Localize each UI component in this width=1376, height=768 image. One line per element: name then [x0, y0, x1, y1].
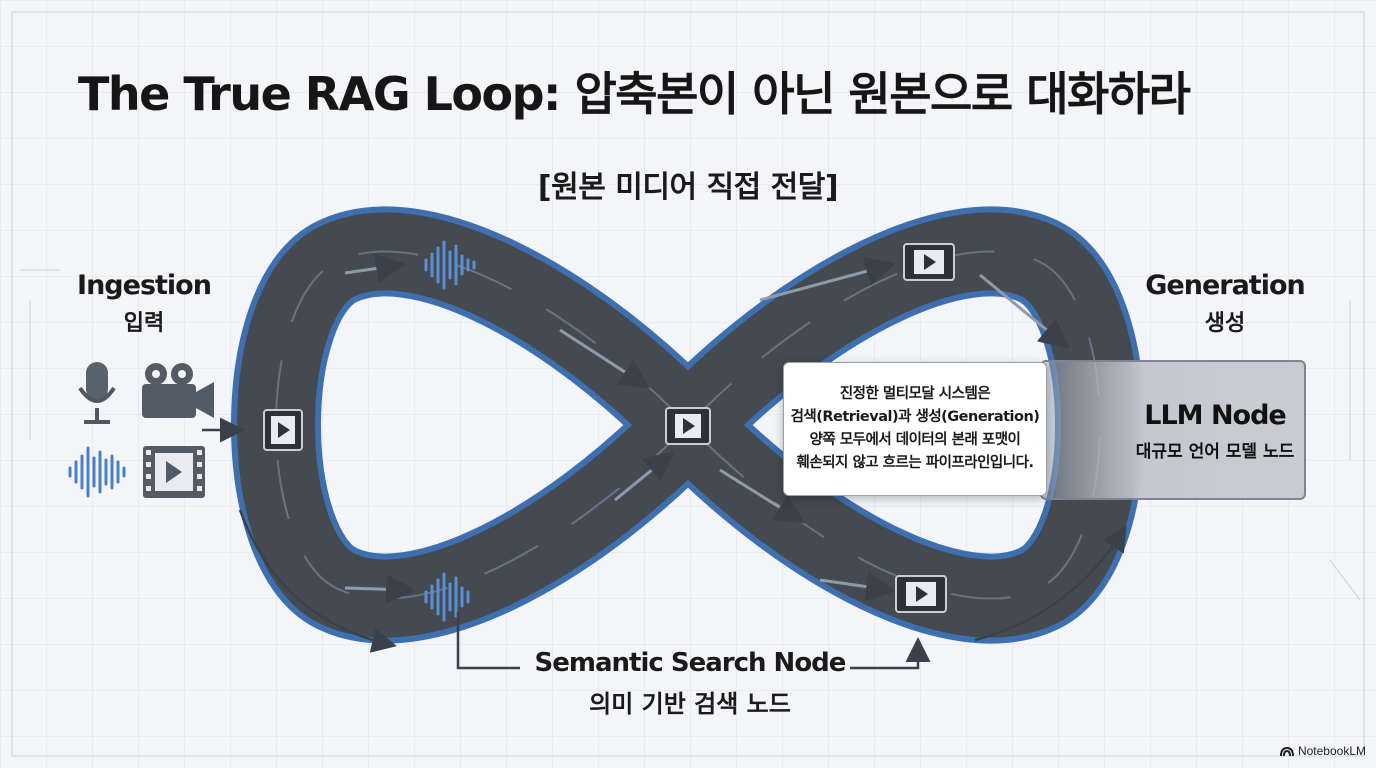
audio-wave-icon	[424, 572, 470, 622]
ingestion-label: Ingestion 입력	[64, 270, 224, 337]
diagram-subtitle: [원본 미디어 직접 전달]	[537, 170, 839, 205]
semantic-search-label-en: Semantic Search Node	[534, 648, 847, 678]
track-arrows	[344, 253, 1070, 605]
llm-node-label-en: LLM Node	[1144, 400, 1286, 431]
video-camera-icon	[142, 363, 214, 418]
page-title: The True RAG Loop: 압축본이 아닌 원본으로 대화하라	[78, 67, 1191, 121]
audio-wave-icon	[68, 446, 126, 498]
video-frame-icon	[665, 407, 711, 445]
microphone-icon	[78, 362, 116, 424]
ingestion-label-ko: 입력	[123, 311, 165, 336]
notebooklm-brand: NotebookLM	[1279, 744, 1366, 758]
callout-line: 훼손되지 않고 흐르는 파이프라인입니다.	[796, 455, 1034, 471]
llm-node-label-ko: 대규모 언어 모델 노드	[1135, 442, 1295, 462]
callout-line: 양쪽 모두에서 데이터의 본래 포맷이	[809, 432, 1021, 448]
generation-label-ko: 생성	[1204, 311, 1246, 336]
llm-node-label: LLM Node 대규모 언어 모델 노드	[1120, 400, 1310, 462]
callout-line: 진정한 멀티모달 시스템은	[839, 386, 991, 402]
semantic-search-label: Semantic Search Node 의미 기반 검색 노드	[500, 648, 880, 719]
generation-label: Generation 생성	[1140, 270, 1310, 337]
ingestion-label-en: Ingestion	[77, 270, 212, 301]
brand-text: NotebookLM	[1297, 744, 1366, 758]
llm-node-box	[1040, 360, 1306, 500]
video-frame-icon	[903, 243, 955, 281]
audio-wave-icon	[424, 240, 476, 290]
arrow-icon	[202, 417, 1127, 670]
video-frame-icon	[263, 409, 303, 451]
notebooklm-logo-icon	[1279, 746, 1294, 756]
callout-line: 검색(Retrieval)과 생성(Generation)	[790, 409, 1040, 425]
video-frame-icon	[143, 446, 205, 498]
generation-label-en: Generation	[1145, 270, 1305, 301]
semantic-search-label-ko: 의미 기반 검색 노드	[589, 690, 791, 718]
callout-box: 진정한 멀티모달 시스템은 검색(Retrieval)과 생성(Generati…	[783, 362, 1047, 496]
video-frame-icon	[895, 575, 947, 613]
